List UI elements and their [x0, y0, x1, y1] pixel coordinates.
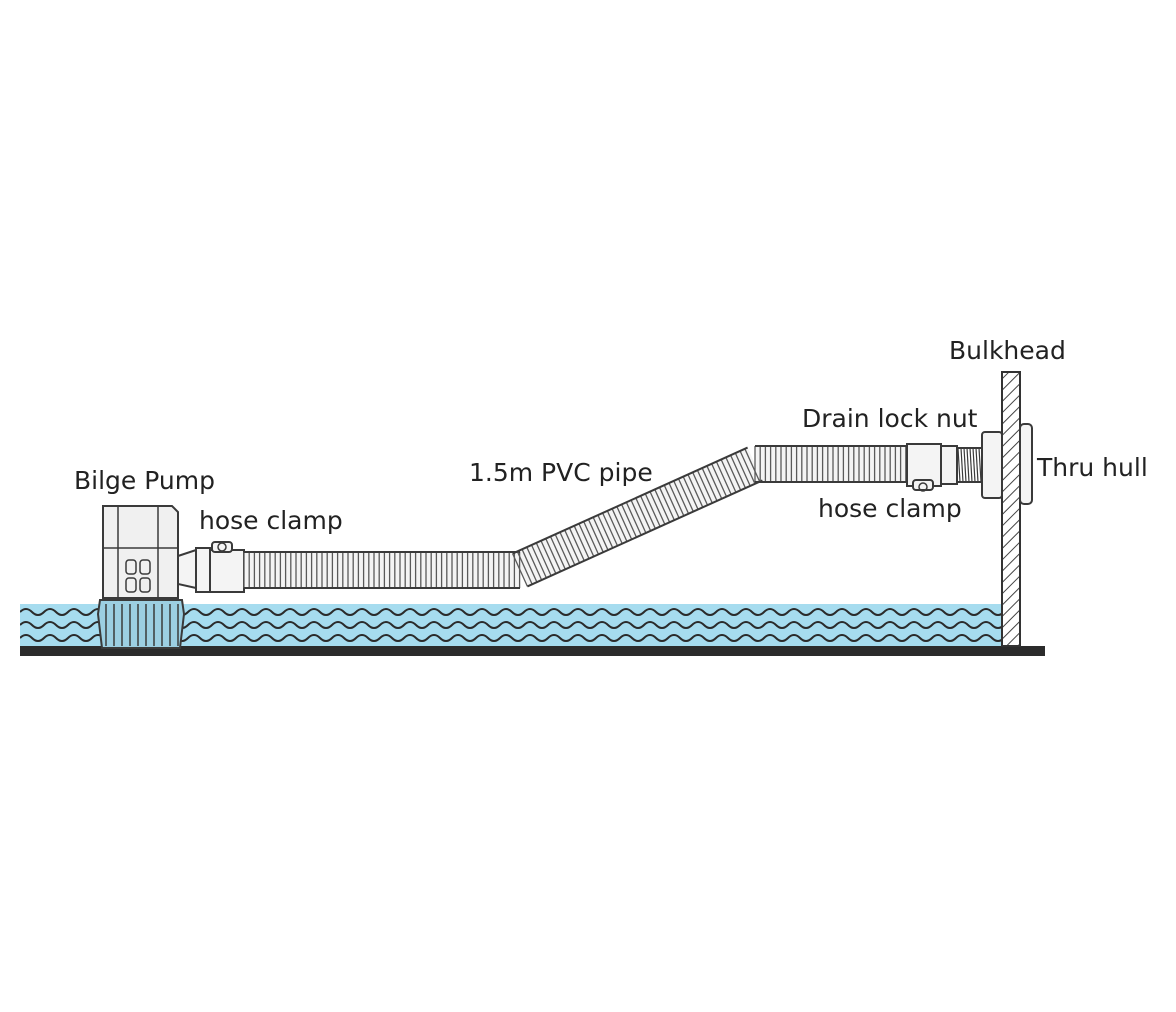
wave-line — [20, 634, 1005, 642]
hose-clamp-left-part — [177, 541, 245, 593]
bulkhead-label: Bulkhead — [949, 336, 1066, 365]
wave-line — [20, 608, 1005, 616]
pvc-pipe-label: 1.5m PVC pipe — [469, 458, 653, 487]
hull-floor — [20, 646, 1045, 656]
bilge-pump-label: Bilge Pump — [74, 466, 215, 495]
wave-line — [20, 621, 1005, 629]
bilge-pump — [96, 505, 186, 649]
bulkhead-wall — [1001, 371, 1021, 647]
hose-clamp-left-label: hose clamp — [199, 506, 343, 535]
thru-hull-fitting — [906, 423, 1033, 505]
thru-hull-label: Thru hull — [1037, 453, 1148, 482]
pvc-pipe — [243, 445, 907, 589]
hose-clamp-right-label: hose clamp — [818, 494, 962, 523]
water-waves — [20, 608, 1005, 642]
drain-lock-nut-label: Drain lock nut — [802, 404, 978, 433]
